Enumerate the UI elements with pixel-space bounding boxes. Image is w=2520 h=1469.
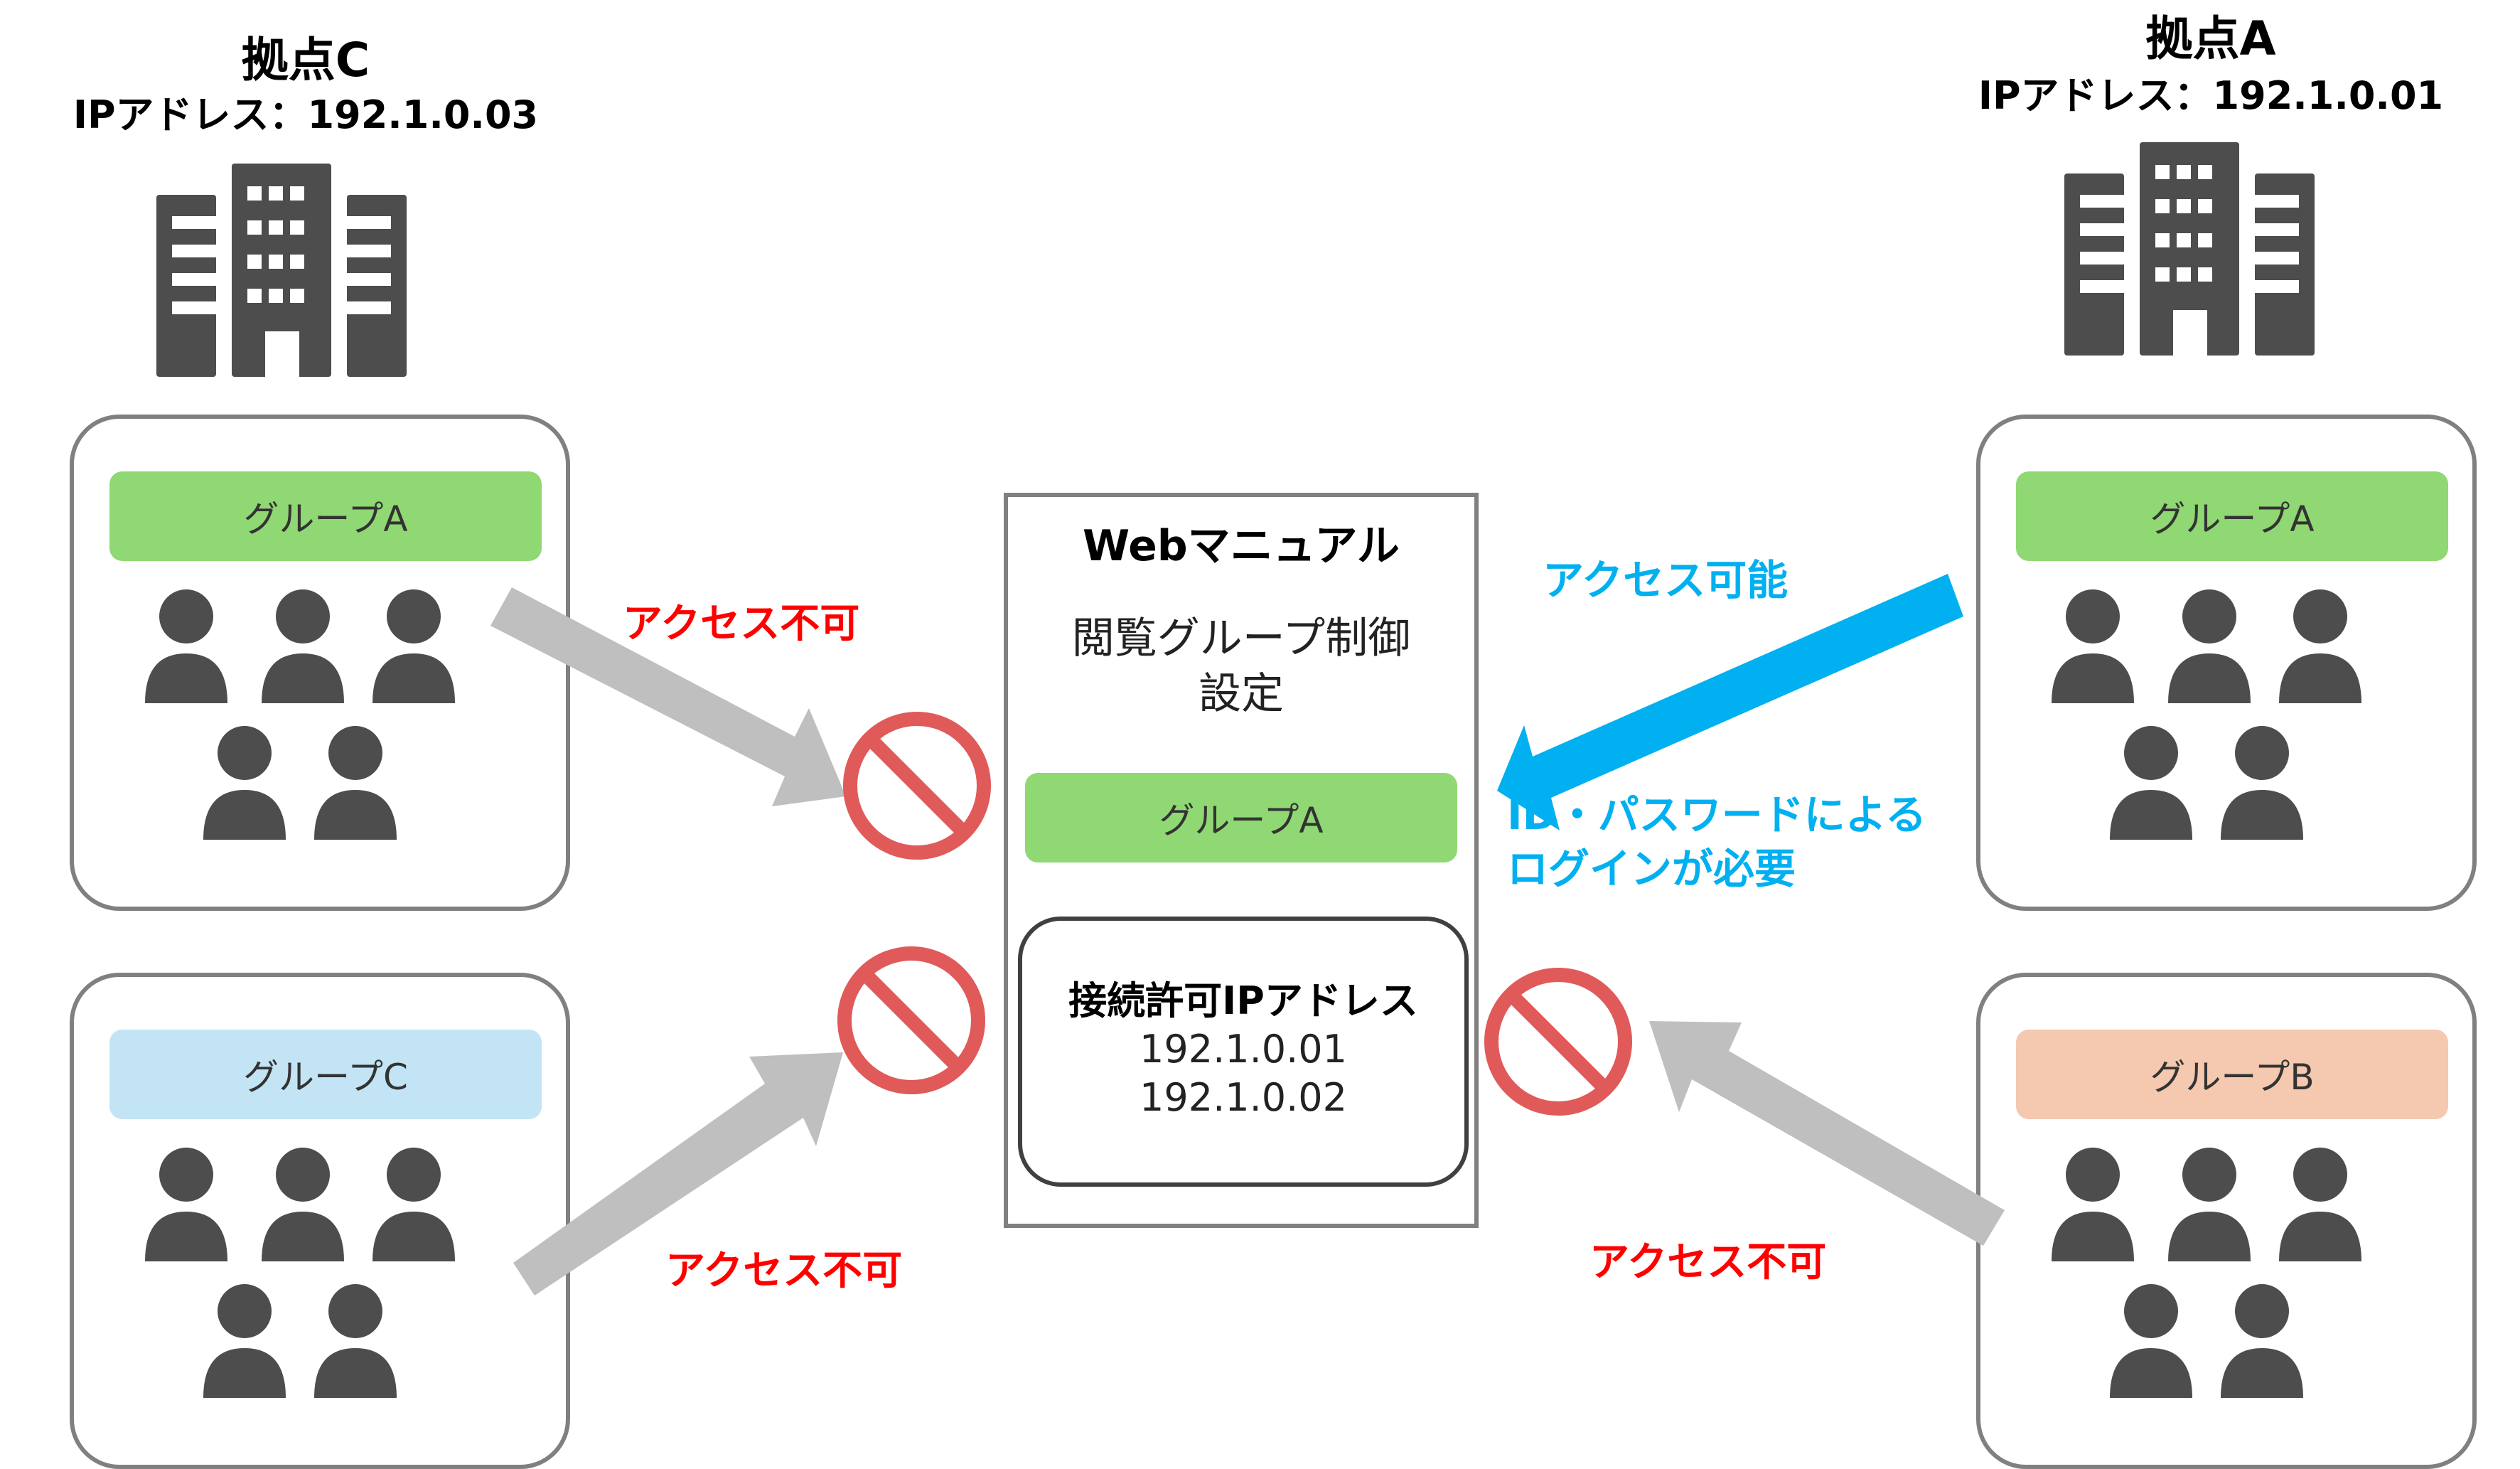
group-box-site-a-group-b: グループB [1976,973,2477,1469]
group-box-site-c-group-a: グループA [70,415,570,911]
arrow-gray-icon [513,1052,843,1296]
web-manual-panel: Webマニュアル 閲覧グループ制御 設定 グループA 接続許可IPアドレス 19… [1004,493,1479,1228]
group-label: グループA [109,471,542,561]
login-note-line2: ログインが必要 [1507,845,1796,893]
arrow-gray-icon [1649,1021,2005,1246]
allowed-ip-1: 192.1.0.01 [1140,1027,1347,1072]
site-c-title: 拠点C [241,33,370,87]
people-group-icon [145,1148,455,1398]
no-entry-icon [1484,968,1632,1116]
people-group-icon [2052,589,2361,840]
group-box-site-c-group-c: グループC [70,973,570,1469]
site-a-title: 拠点A [2145,11,2276,66]
access-allowed-label: アクセス可能 [1543,556,1789,604]
no-entry-icon [837,946,985,1094]
allowed-ip-title: 接続許可IPアドレス [1068,978,1418,1023]
allowed-group-label: グループA [1025,773,1457,862]
building-icon [156,164,407,377]
building-icon [2064,142,2315,356]
people-group-icon [2052,1148,2361,1398]
no-entry-icon [843,712,991,860]
group-box-site-a-group-a: グループA [1976,415,2477,911]
arrow-gray-icon [490,587,846,806]
person-icon [2052,589,2361,840]
person-icon [145,589,455,840]
site-a-ip: IPアドレス：192.1.0.01 [1978,73,2444,118]
allowed-ip-box: 接続許可IPアドレス 192.1.0.01 192.1.0.02 [1018,917,1469,1187]
group-label: グループC [109,1030,542,1119]
panel-title: Webマニュアル [1083,521,1400,571]
group-label: グループA [2016,471,2448,561]
site-c-ip: IPアドレス：192.1.0.03 [73,92,539,137]
panel-subtitle-line1: 閲覧グループ制御 [1071,614,1411,663]
access-denied-label: アクセス不可 [665,1248,903,1294]
arrow-blue-icon [1497,574,1963,830]
access-denied-label: アクセス不可 [1589,1239,1827,1286]
login-note-line1: ID・パスワードによる [1507,791,1926,839]
panel-subtitle-line2: 設定 [1199,669,1284,719]
person-icon [145,1148,455,1398]
people-group-icon [145,589,455,840]
access-denied-label: アクセス不可 [623,601,860,647]
group-label: グループB [2016,1030,2448,1119]
person-icon [2052,1148,2361,1398]
allowed-ip-2: 192.1.0.02 [1140,1074,1347,1120]
